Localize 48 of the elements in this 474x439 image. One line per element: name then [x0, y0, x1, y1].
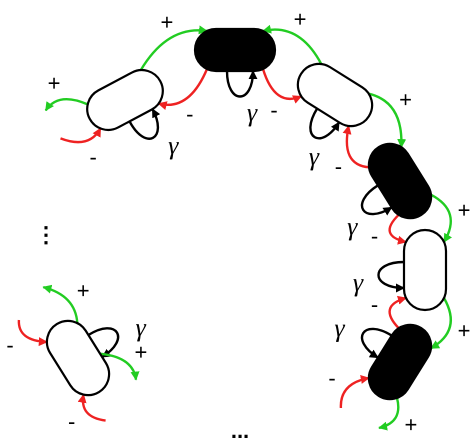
- arrow: [78, 394, 106, 422]
- edge-label: γ: [168, 131, 178, 160]
- arrow: [42, 285, 78, 324]
- arrow: [226, 70, 257, 98]
- arrow: [60, 128, 102, 144]
- edge-label: -: [334, 154, 342, 180]
- arrow: [377, 260, 405, 292]
- edge-label: +: [48, 70, 60, 96]
- edge-label: -: [6, 332, 14, 358]
- arrow: [340, 375, 370, 408]
- arrow: [378, 398, 400, 430]
- capsule-shape: [402, 228, 448, 312]
- edge-label: -: [186, 101, 194, 126]
- edge-label: -: [90, 144, 97, 170]
- arrow: [430, 194, 452, 243]
- arrow: [18, 320, 48, 346]
- edge-label: -: [370, 223, 378, 248]
- arrow: [430, 297, 452, 350]
- arrow: [360, 328, 392, 359]
- edge-label: γ: [334, 313, 345, 342]
- capsule-shape: [194, 28, 276, 72]
- edge-label: +: [294, 6, 307, 32]
- arrow: [88, 327, 120, 358]
- arrow: [140, 26, 208, 71]
- arrow: [262, 68, 302, 104]
- arrow: [309, 108, 340, 140]
- edge-label: γ: [135, 312, 146, 342]
- edge-label: γ: [246, 98, 258, 127]
- edge-label: -: [68, 408, 76, 434]
- edge-label: +: [160, 9, 174, 34]
- arrow: [128, 108, 160, 140]
- arrow: [44, 98, 88, 112]
- edge-label: -: [270, 98, 278, 122]
- edge-label: +: [404, 412, 418, 437]
- edge-label: γ: [308, 142, 320, 171]
- edge-label: -: [370, 292, 378, 318]
- ellipsis: ...: [230, 418, 250, 439]
- edge-label: +: [76, 278, 90, 303]
- arrow: [360, 184, 392, 216]
- edge-label: -: [328, 366, 336, 391]
- edge-label: +: [399, 87, 412, 112]
- edge-label: +: [458, 318, 470, 344]
- vertical-ellipsis: ⋮: [35, 222, 57, 247]
- edge-label: γ: [352, 268, 364, 297]
- arrow: [100, 352, 139, 381]
- edge-label: +: [458, 197, 470, 222]
- edge-label: γ: [347, 212, 358, 241]
- arrow: [262, 25, 322, 65]
